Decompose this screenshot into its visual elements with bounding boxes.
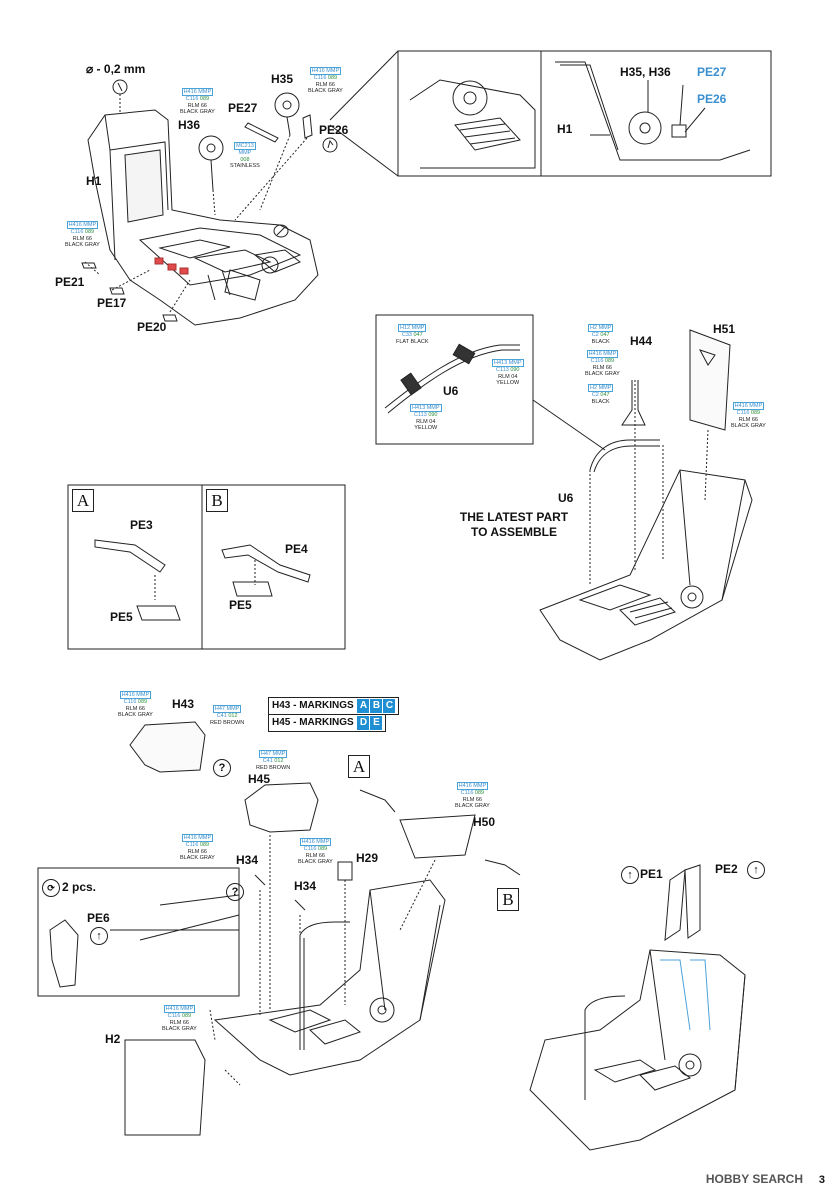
paint-callout-black-2: H2 MMP C2 047 BLACK <box>588 384 614 405</box>
paint-callout-stainless: MC213 MMP 008 STAINLESS <box>230 142 260 169</box>
latest-part-note: THE LATEST PART TO ASSEMBLE <box>450 510 578 540</box>
variant-a-label: A <box>72 489 94 512</box>
repeat-icon: ⟳ <box>42 879 60 897</box>
marking-d: D <box>357 716 370 730</box>
paint-callout-yellow-2: H413 MMP C113 090 RLM 04 YELLOW <box>410 404 442 431</box>
variant-a-bottom: A <box>348 755 370 778</box>
paint-callout-blackgray-7: H416 MMP C116 089 RLM 66 BLACK GRAY <box>455 782 490 809</box>
part-pe26: PE26 <box>319 123 349 137</box>
part-h43: H43 <box>172 697 195 711</box>
paint-callout-blackgray-10: H416 MMP C116 089 RLM 66 BLACK GRAY <box>162 1005 197 1032</box>
markings-h43-label: H43 - MARKINGS <box>272 700 354 711</box>
paint-callout-black-1: H2 MMP C2 047 BLACK <box>588 324 614 345</box>
paint-callout-blackgray-9: H416 MMP C116 089 RLM 66 BLACK GRAY <box>298 838 333 865</box>
part-pe2: PE2 <box>715 862 738 876</box>
part-h2: H2 <box>105 1032 121 1046</box>
h2-cockpit-assembly-drawing <box>37 721 521 1136</box>
variant-b-bottom: B <box>497 888 519 911</box>
paint-callout-blackgray-6: H416 MMP C116 089 RLM 66 BLACK GRAY <box>118 691 153 718</box>
part-h35: H35 <box>271 72 294 86</box>
page-number: 3 <box>818 1174 825 1186</box>
part-h34-a: H34 <box>236 853 259 867</box>
h1-seat-assembly-drawing <box>81 79 338 326</box>
marking-b: B <box>370 699 383 713</box>
part-pe1: PE1 <box>640 867 663 881</box>
part-pe4: PE4 <box>285 542 308 556</box>
drill-note: ⌀ - 0,2 mm <box>86 62 146 76</box>
part-pe6: PE6 <box>87 911 110 925</box>
part-u6-detail: U6 <box>443 384 459 398</box>
part-pe17: PE17 <box>97 296 127 310</box>
part-h51: H51 <box>713 322 736 336</box>
final-cockpit-drawing <box>529 864 746 1151</box>
part-pe5-a: PE5 <box>110 610 133 624</box>
part-pe5-b: PE5 <box>229 598 252 612</box>
part-h1: H1 <box>86 174 102 188</box>
bend-icon: ↑ <box>90 927 108 945</box>
paint-callout-yellow-1: H413 MMP C113 090 RLM 04 YELLOW <box>492 359 524 386</box>
part-h36: H36 <box>178 118 201 132</box>
part-pe21: PE21 <box>55 275 85 289</box>
harness-variants-frame <box>67 484 346 650</box>
watermark: HOBBY SEARCH <box>705 1172 803 1186</box>
marking-c: C <box>383 699 396 713</box>
marking-a: A <box>357 699 370 713</box>
part-pe3: PE3 <box>130 518 153 532</box>
part-h44: H44 <box>630 334 653 348</box>
paint-callout-blackgray-5: H416 MMP C116 089 RLM 66 BLACK GRAY <box>731 402 766 429</box>
part-pe26-detail: PE26 <box>697 92 727 106</box>
part-pe27-detail: PE27 <box>697 65 727 79</box>
paint-callout-redbrown-1: H47 MMP C41 012 RED BROWN <box>210 705 245 726</box>
part-h1-detail: H1 <box>557 122 573 136</box>
h51-seat-assembly-drawing <box>539 329 753 661</box>
paint-callout-blackgray-3: H416 MMP C116 089 RLM 66 BLACK GRAY <box>65 221 100 248</box>
part-u6: U6 <box>558 491 574 505</box>
question-icon: ? <box>213 759 231 777</box>
wheel-detail-frame <box>329 50 772 177</box>
variant-b-label: B <box>206 489 228 512</box>
bend-icon-pe1: ↑ <box>621 866 639 884</box>
paint-callout-blackgray-8: H416 MMP C116 089 RLM 66 BLACK GRAY <box>180 834 215 861</box>
part-pe27: PE27 <box>228 101 258 115</box>
part-h35-h36: H35, H36 <box>620 65 671 79</box>
marking-e: E <box>370 716 383 730</box>
paint-callout-flatblack: H12 MMP C33 047 FLAT BLACK <box>396 324 429 345</box>
markings-h45-label: H45 - MARKINGS <box>272 717 354 728</box>
latest-part-line-1: THE LATEST PART <box>459 510 569 524</box>
paint-callout-blackgray-2: H416 MMP C116 089 RLM 66 BLACK GRAY <box>308 67 343 94</box>
paint-callout-blackgray-1: H416 MMP C116 089 RLM 66 BLACK GRAY <box>180 88 215 115</box>
part-h50: H50 <box>473 815 496 829</box>
paint-callout-blackgray-4: H416 MMP C116 089 RLM 66 BLACK GRAY <box>585 350 620 377</box>
u6-detail-frame <box>375 314 606 451</box>
pieces-note: 2 pcs. <box>62 880 97 894</box>
bend-icon-pe2: ↑ <box>747 861 765 879</box>
question-icon-2: ? <box>226 883 244 901</box>
part-pe20: PE20 <box>137 320 167 334</box>
part-h29: H29 <box>356 851 379 865</box>
latest-part-line-2: TO ASSEMBLE <box>470 525 557 539</box>
part-h34-b: H34 <box>294 879 317 893</box>
part-h45: H45 <box>248 772 271 786</box>
paint-callout-redbrown-2: H47 MMP C41 012 RED BROWN <box>256 750 291 771</box>
